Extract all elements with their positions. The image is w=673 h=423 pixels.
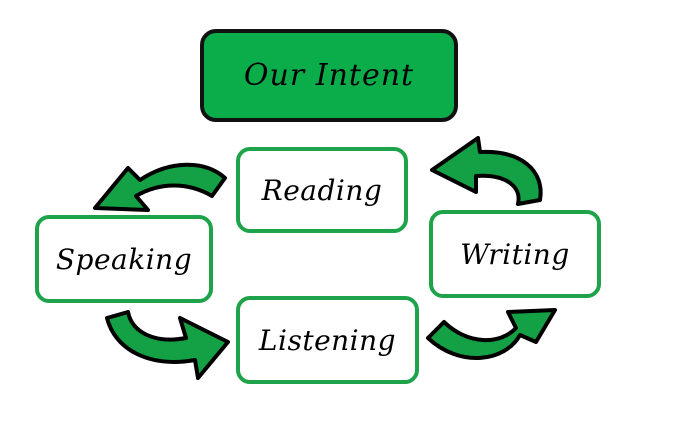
title-box: Our Intent	[200, 29, 458, 122]
page-title: Our Intent	[243, 58, 415, 93]
node-label: Writing	[460, 237, 570, 271]
curved-arrow-icon	[426, 308, 557, 360]
node-speaking: Speaking	[35, 215, 213, 303]
node-listening: Listening	[236, 296, 419, 384]
node-label: Reading	[261, 173, 383, 207]
node-reading: Reading	[236, 147, 408, 233]
node-label: Speaking	[55, 242, 193, 276]
curved-arrow-icon	[430, 136, 543, 206]
curved-arrow-icon	[105, 310, 230, 380]
curved-arrow-icon	[93, 162, 227, 212]
node-writing: Writing	[429, 210, 601, 298]
node-label: Listening	[258, 323, 397, 357]
